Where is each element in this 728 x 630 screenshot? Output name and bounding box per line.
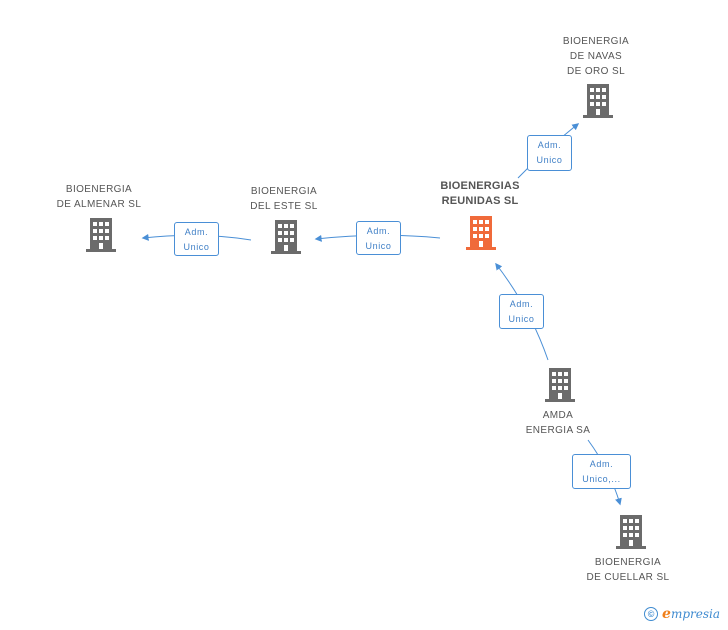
role-label-line2: Unico: [536, 155, 563, 165]
cuellar-name-line2: DE CUELLAR SL: [586, 572, 670, 583]
role-box-to-navas[interactable]: Adm. Unico: [527, 135, 572, 171]
amda-name-line1: AMDA: [542, 410, 574, 421]
este-name-line2: DEL ESTE SL: [250, 201, 318, 212]
almenar-name-line1: BIOENERGIA: [65, 184, 133, 195]
role-label-line1: Adm.: [184, 227, 209, 237]
cuellar-company-label[interactable]: BIOENERGIA DE CUELLAR SL: [586, 555, 669, 585]
navas-name-line1: BIOENERGIA: [562, 36, 630, 47]
role-label-line2: Unico,...: [582, 474, 621, 484]
building-icon[interactable]: [581, 84, 615, 118]
role-label-line1: Adm.: [537, 140, 562, 150]
role-label-line1: Adm.: [589, 459, 614, 469]
role-label-line2: Unico: [508, 314, 535, 324]
main-company-label[interactable]: BIOENERGIAS REUNIDAS SL: [440, 179, 519, 209]
role-label-line1: Adm.: [366, 226, 391, 236]
navas-name-line2: DE NAVAS: [569, 51, 623, 62]
role-box-to-cuellar[interactable]: Adm. Unico,...: [572, 454, 631, 489]
copyright-brand[interactable]: © empresia: [644, 606, 720, 622]
este-name-line1: BIOENERGIA: [250, 186, 318, 197]
amda-company-label[interactable]: AMDA ENERGIA SA: [526, 408, 591, 438]
cuellar-name-line1: BIOENERGIA: [594, 557, 662, 568]
role-label-line2: Unico: [183, 242, 210, 252]
este-company-label[interactable]: BIOENERGIA DEL ESTE SL: [250, 184, 317, 214]
role-box-to-almenar[interactable]: Adm. Unico: [174, 222, 219, 256]
navas-name-line3: DE ORO SL: [566, 66, 626, 77]
almenar-company-label[interactable]: BIOENERGIA DE ALMENAR SL: [57, 182, 142, 212]
building-icon[interactable]: [269, 220, 303, 254]
role-label-line1: Adm.: [509, 299, 534, 309]
brand-logo-e: e: [662, 606, 671, 622]
navas-company-label[interactable]: BIOENERGIA DE NAVAS DE ORO SL: [563, 34, 629, 79]
main-company-name-line2: REUNIDAS SL: [441, 195, 519, 207]
almenar-name-line2: DE ALMENAR SL: [56, 199, 142, 210]
building-icon[interactable]: [84, 218, 118, 252]
building-icon[interactable]: [464, 216, 498, 250]
role-box-to-este[interactable]: Adm. Unico: [356, 221, 401, 255]
building-icon[interactable]: [543, 368, 577, 402]
amda-name-line2: ENERGIA SA: [525, 425, 591, 436]
brand-logo: empresia: [662, 606, 720, 622]
role-box-from-amda[interactable]: Adm. Unico: [499, 294, 544, 329]
main-company-name-line1: BIOENERGIAS: [440, 180, 520, 192]
role-label-line2: Unico: [365, 241, 392, 251]
copyright-icon: ©: [644, 607, 659, 621]
brand-logo-rest: mpresia: [670, 607, 720, 621]
building-icon[interactable]: [614, 515, 648, 549]
